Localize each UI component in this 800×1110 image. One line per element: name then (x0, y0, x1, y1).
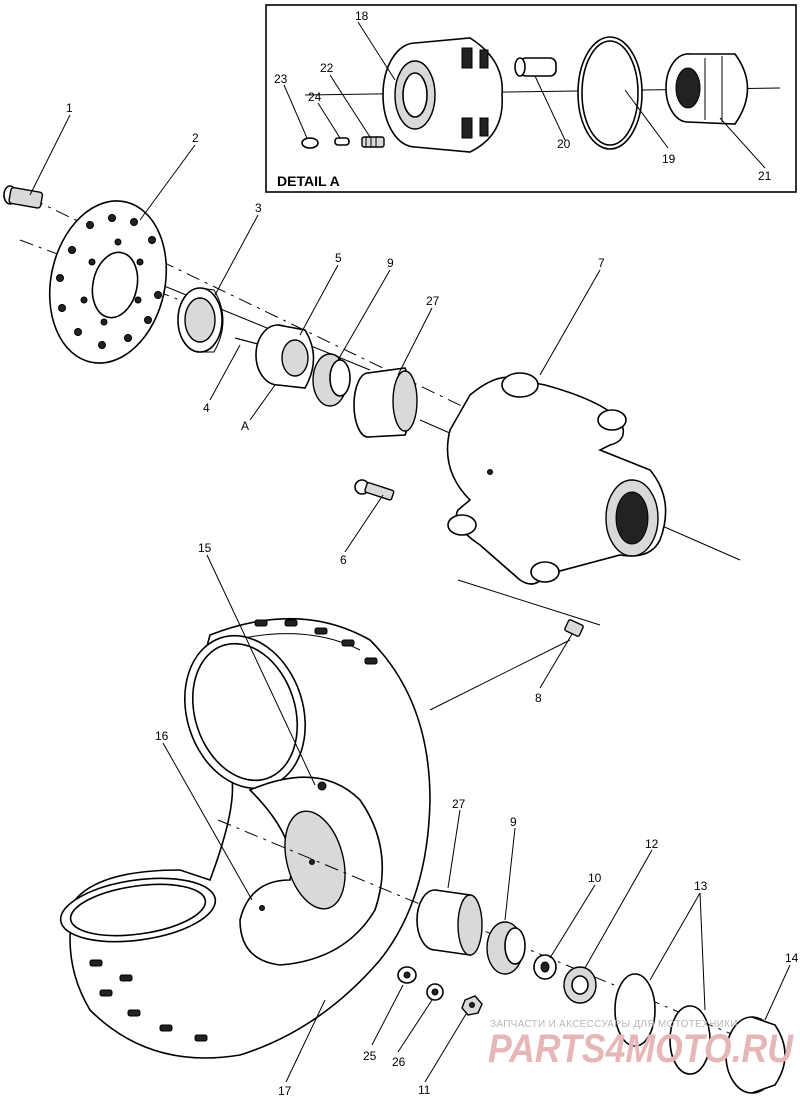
part-27-race-lower (416, 889, 483, 956)
label-12: 12 (645, 837, 659, 851)
part-20-pin (514, 57, 557, 77)
label-9-lower: 9 (510, 815, 517, 829)
part-10-washer (533, 954, 557, 980)
part-18-collet (382, 37, 503, 153)
watermark: ЗАПЧАСТИ И АКСЕССУАРЫ ДЛЯ МОТОТЕХНИКИ PA… (488, 1019, 794, 1071)
part-3-seal (177, 287, 224, 353)
label-21: 21 (758, 169, 772, 183)
detail-a-title: DETAIL A (277, 173, 340, 189)
watermark-logo-text: PARTS4MOTO.RU (488, 1027, 794, 1071)
label-23: 23 (274, 72, 288, 86)
part-19-o-ring (577, 36, 643, 150)
label-17: 17 (278, 1084, 292, 1098)
part-9-bearing-upper (312, 353, 351, 407)
label-8: 8 (535, 691, 542, 705)
label-24: 24 (308, 90, 322, 104)
label-2: 2 (192, 131, 199, 145)
part-7-hub (446, 372, 667, 585)
part-labels: 18 22 24 23 20 19 21 1 2 3 4 5 9 7 27 A … (66, 9, 799, 1098)
label-27-upper: 27 (426, 294, 440, 308)
part-13-o-rings (614, 973, 711, 1075)
part-17-tire (69, 617, 431, 1059)
part-1-bolt (3, 185, 44, 209)
label-27-lower: 27 (452, 797, 466, 811)
label-18: 18 (355, 9, 369, 23)
label-4: 4 (203, 401, 210, 415)
label-19: 19 (662, 152, 676, 166)
label-15: 15 (198, 541, 212, 555)
label-22: 22 (320, 61, 334, 75)
label-5: 5 (335, 251, 342, 265)
part-6-bolt (354, 479, 395, 501)
detail-a-box: DETAIL A (265, 4, 797, 193)
label-9-upper: 9 (387, 256, 394, 270)
part-15-rim-half-upper (184, 634, 306, 790)
part-27-race-upper (353, 367, 418, 438)
label-3: 3 (255, 201, 262, 215)
rim-bottom-ring (59, 877, 217, 943)
part-21-cap-nut (665, 53, 749, 125)
label-13: 13 (694, 879, 708, 893)
label-6: 6 (340, 553, 347, 567)
part-16-rim-half-lower (239, 776, 384, 966)
part-5-nut-assembly (255, 324, 315, 389)
part-14-end-cap (725, 1016, 786, 1094)
part-26-lock-washer (426, 983, 444, 1001)
label-26: 26 (392, 1055, 406, 1069)
label-7: 7 (598, 256, 605, 270)
label-14: 14 (785, 951, 799, 965)
part-8-screw (564, 619, 584, 637)
label-16: 16 (155, 729, 169, 743)
label-25: 25 (363, 1049, 377, 1063)
label-10: 10 (588, 871, 602, 885)
part-2-brake-disc (48, 200, 168, 364)
part-12-castle-nut (563, 966, 597, 1004)
part-22-23-24-hardware (301, 136, 385, 149)
label-1: 1 (66, 101, 73, 115)
part-9-bearing-lower (486, 921, 526, 975)
part-25-washer (397, 966, 417, 984)
part-11-nut (461, 995, 483, 1016)
part-4-pin (234, 337, 259, 345)
label-11: 11 (418, 1083, 431, 1097)
label-a: A (241, 419, 249, 433)
label-20: 20 (557, 137, 571, 151)
leader-lines (29, 21, 791, 1083)
watermark-tagline: ЗАПЧАСТИ И АКСЕССУАРЫ ДЛЯ МОТОТЕХНИКИ (490, 1019, 738, 1030)
